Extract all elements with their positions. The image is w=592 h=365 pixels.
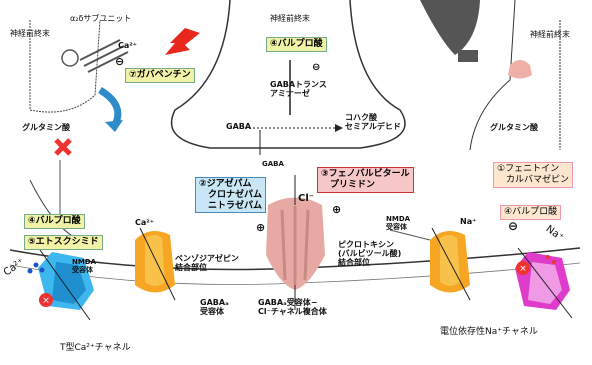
center-terminal-outline xyxy=(170,0,406,149)
t-type-ca-channel: × xyxy=(27,249,94,321)
gaba-mid-label: GABA xyxy=(226,122,252,131)
gabapentin-box: ⑦ガバペンチン xyxy=(125,68,195,83)
ethosuximide-box: ⑤エトスクシミド xyxy=(24,235,103,250)
gaba-a-complex-label: GABAₐ受容体− Cl⁻チャネル複合体 xyxy=(258,298,327,317)
presynaptic-center-label: 神経前終末 xyxy=(270,14,310,23)
nmda-receptor-right xyxy=(430,227,471,301)
subunit-label: α₂δサブユニット xyxy=(70,14,132,23)
nmda-right-label: NMDA 受容体 xyxy=(386,215,411,232)
ca-top-label: Ca²⁺ xyxy=(118,41,137,50)
right-receptor-icon xyxy=(508,60,532,79)
benzo-box: ②ジアゼパム クロナゼパム ニトラゼパム xyxy=(195,177,267,214)
gaba-transaminase-label: GABAトランス アミナーゼ xyxy=(270,80,327,99)
picrotoxin-site-label: ピクロトキシン (バルビツール酸) 結合部位 xyxy=(338,240,402,268)
glutamate-left-label: グルタミン酸 xyxy=(22,123,70,132)
svg-text:×: × xyxy=(42,296,50,306)
plus-right-label: ⊕ xyxy=(332,203,342,216)
left-terminal-bottom xyxy=(29,179,81,241)
nmda-left-label: NMDA 受容体 xyxy=(72,258,97,275)
pheno-box: ③フェノバルビタール プリミドン xyxy=(317,167,414,193)
svg-text:×: × xyxy=(519,264,527,274)
gaba-a-receptor-label: GABAₐ 受容体 xyxy=(200,298,229,317)
presynaptic-left-label: 神経前終末 xyxy=(10,29,50,38)
valproate-left-box: ④バルプロ酸 xyxy=(24,214,85,229)
phenytoin-box: ①フェニトイン カルバマゼピン xyxy=(493,162,574,188)
na-channel-label: 電位依存性Na⁺チャネル xyxy=(440,327,538,337)
curved-arrow-icon xyxy=(98,86,122,127)
na-mid-label: Na⁺ xyxy=(460,217,477,226)
t-type-label: T型Ca²⁺チャネル xyxy=(60,343,131,353)
block-icon xyxy=(39,293,53,307)
valproate-center-box: ④バルプロ酸 xyxy=(266,37,327,52)
na-channel: × xyxy=(515,247,573,319)
na-block-icon xyxy=(516,261,530,275)
alpha2delta-subunit-icon xyxy=(61,39,129,73)
valproate-right-box: ④バルプロ酸 xyxy=(500,205,562,220)
theta-center: ⊖ xyxy=(312,62,321,73)
succinate-label: コハク酸 セミアルデヒド xyxy=(345,113,401,132)
theta-top: ⊖ xyxy=(115,55,125,68)
right-terminal-outline xyxy=(469,0,516,151)
electrode-icon xyxy=(420,0,480,55)
gaba-a-receptor xyxy=(266,175,325,310)
plus-left-label: ⊕ xyxy=(256,221,266,234)
presynaptic-right-label: 神経前終末 xyxy=(530,30,570,39)
nmda-receptor-left xyxy=(135,227,176,301)
red-arrow-icon xyxy=(165,28,200,55)
glutamate-right-label: グルタミン酸 xyxy=(490,123,538,132)
electrode-cap-icon xyxy=(458,50,478,62)
block-x-icon xyxy=(54,138,72,156)
left-terminal-outline xyxy=(29,19,101,113)
benzo-site-label: ベンゾジアゼピン 結合部位 xyxy=(175,254,239,273)
gaba-small-label: GABA xyxy=(262,160,284,168)
cl-minus-label: Cl⁻ xyxy=(298,193,315,204)
theta-right: ⊖ xyxy=(508,219,519,233)
ca-mid-label: Ca²⁺ xyxy=(135,218,154,227)
